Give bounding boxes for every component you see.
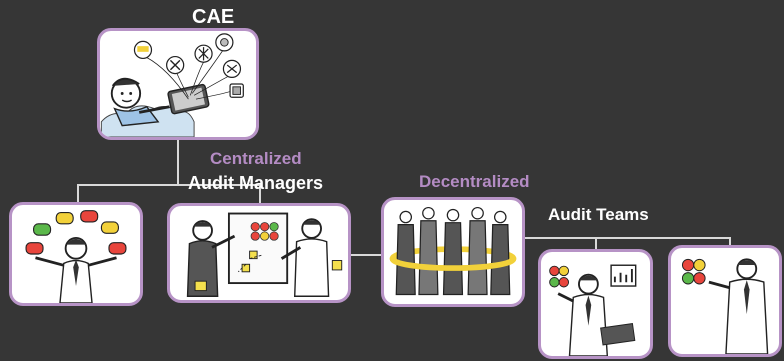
manager-juggling-card: [9, 202, 143, 306]
centralized-label: Centralized: [210, 149, 302, 168]
team-laptop-card: [538, 249, 653, 359]
team-status-card: [668, 245, 782, 357]
person-juggling-icon: [25, 210, 127, 303]
decentralized-label: Decentralized: [419, 172, 530, 191]
team-group-card: [381, 197, 525, 307]
audit-teams-label: Audit Teams: [548, 205, 649, 224]
manager-presenting-card: [167, 203, 351, 303]
cae-card: [97, 28, 259, 140]
person-with-laptop-icon: [549, 264, 637, 356]
whiteboard-presentation-icon: [186, 212, 343, 297]
person-with-tablet-icon: [100, 33, 244, 137]
person-with-status-lights-icon: [681, 258, 769, 354]
cae-label: CAE: [192, 6, 235, 28]
group-of-people-icon: [389, 206, 517, 296]
audit-managers-label: Audit Managers: [188, 173, 324, 193]
